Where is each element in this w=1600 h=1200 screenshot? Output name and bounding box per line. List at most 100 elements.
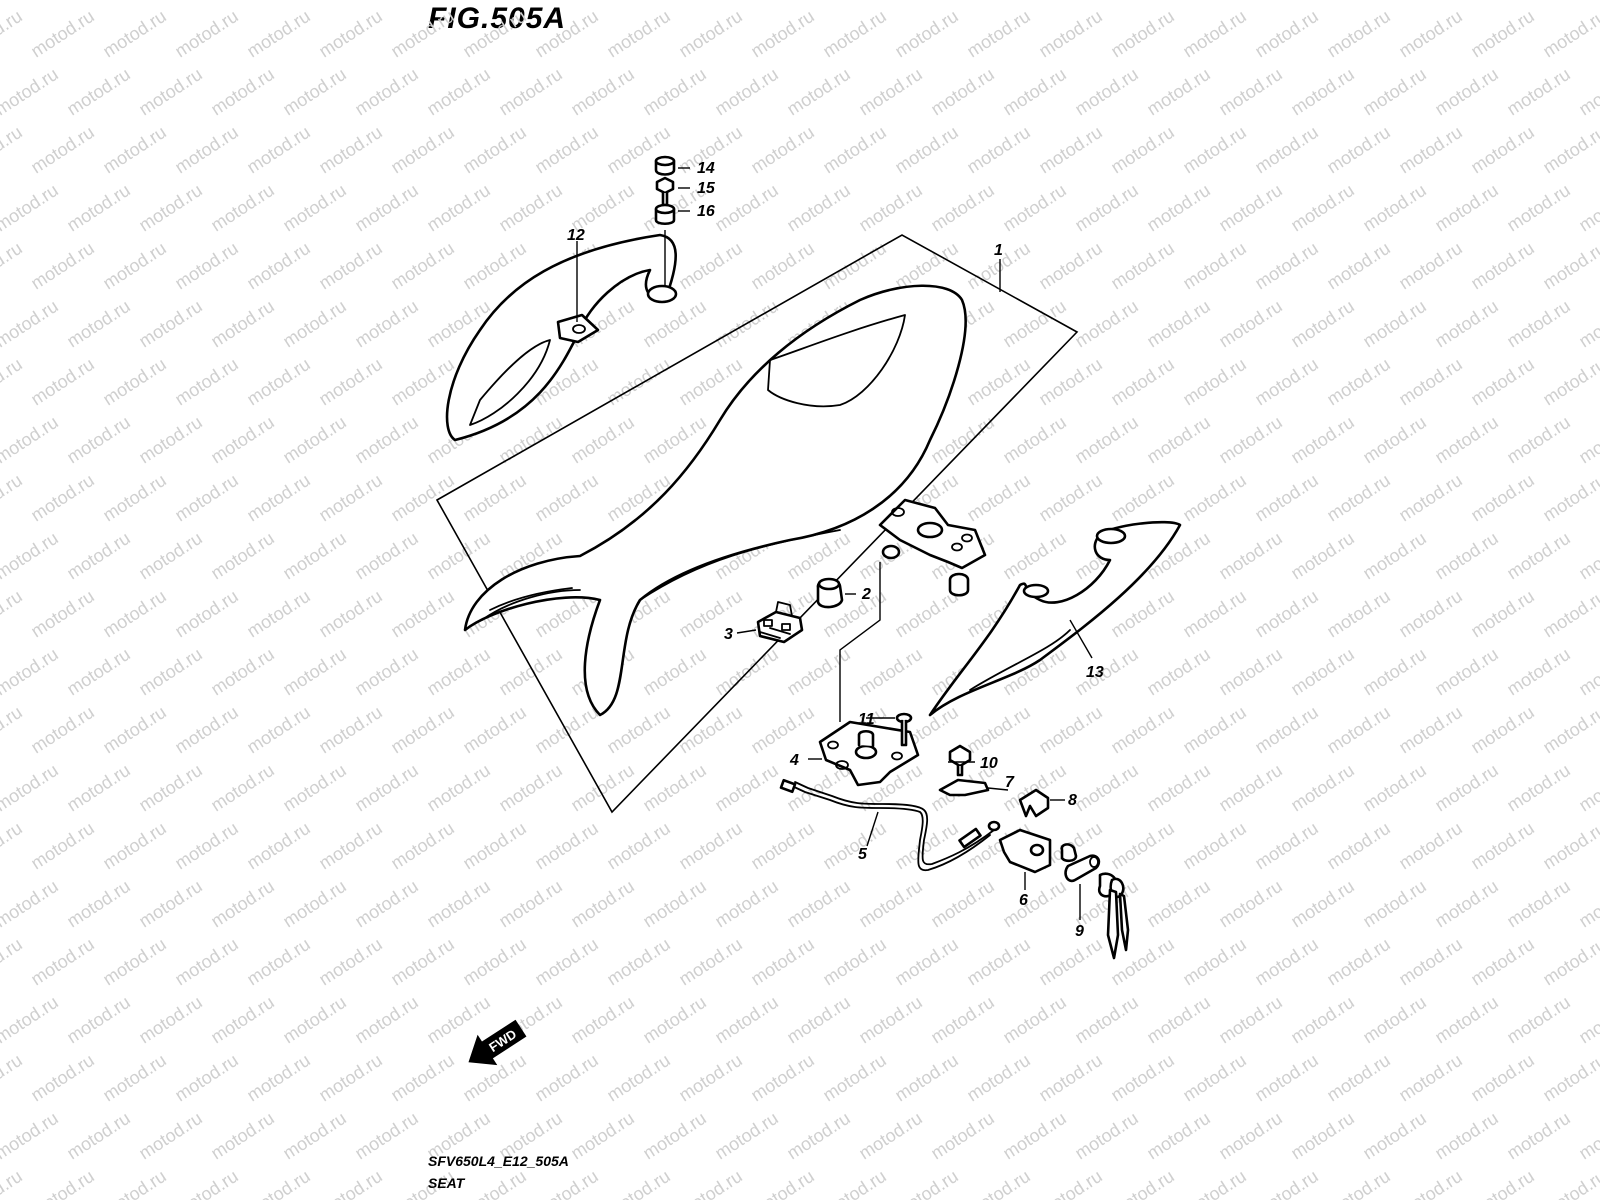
watermark-text: motod.ru	[1215, 528, 1285, 583]
watermark-text: motod.ru	[0, 1050, 26, 1105]
watermark-text: motod.ru	[1215, 412, 1285, 467]
seat-part[interactable]	[463, 284, 967, 717]
watermark-text: motod.ru	[1323, 6, 1393, 61]
watermark-text: motod.ru	[1539, 470, 1600, 525]
watermark-text: motod.ru	[1359, 992, 1429, 1047]
seat-lock-cable[interactable]	[779, 778, 1001, 872]
watermark-text: motod.ru	[0, 876, 62, 931]
watermark-text: motod.ru	[99, 1050, 169, 1105]
watermark-text: motod.ru	[567, 1108, 637, 1163]
watermark-text: motod.ru	[1323, 238, 1393, 293]
watermark-text: motod.ru	[1467, 934, 1537, 989]
watermark-text: motod.ru	[135, 528, 205, 583]
grab-rail-right[interactable]	[928, 520, 1182, 717]
watermark-text: motod.ru	[747, 122, 817, 177]
watermark-text: motod.ru	[1035, 702, 1105, 757]
watermark-text: motod.ru	[351, 296, 421, 351]
watermark-text: motod.ru	[1071, 180, 1141, 235]
watermark-text: motod.ru	[1107, 122, 1177, 177]
watermark-text: motod.ru	[1323, 122, 1393, 177]
watermark-text: motod.ru	[1179, 1166, 1249, 1200]
watermark-text: motod.ru	[1251, 470, 1321, 525]
watermark-text: motod.ru	[711, 760, 781, 815]
watermark-text: motod.ru	[1179, 818, 1249, 873]
watermark-text: motod.ru	[1215, 644, 1285, 699]
watermark-text: motod.ru	[171, 702, 241, 757]
watermark-text: motod.ru	[1179, 6, 1249, 61]
watermark-text: motod.ru	[0, 934, 26, 989]
watermark-text: motod.ru	[819, 818, 889, 873]
watermark-text: motod.ru	[1431, 876, 1501, 931]
watermark-text: motod.ru	[1035, 354, 1105, 409]
grab-rail-left[interactable]	[445, 233, 678, 442]
seat-lock-latch[interactable]	[818, 720, 920, 787]
watermark-text: motod.ru	[423, 760, 493, 815]
watermark-text: motod.ru	[1143, 644, 1213, 699]
watermark-text: motod.ru	[0, 644, 62, 699]
watermark-text: motod.ru	[1071, 0, 1141, 3]
watermark-text: motod.ru	[1287, 412, 1357, 467]
screw-part-11[interactable]	[895, 712, 913, 747]
watermark-text: motod.ru	[1431, 1108, 1501, 1163]
watermark-text: motod.ru	[495, 760, 565, 815]
watermark-text: motod.ru	[135, 0, 205, 3]
watermark-text: motod.ru	[207, 0, 277, 3]
watermark-text: motod.ru	[1359, 0, 1429, 3]
seat-lock-bracket[interactable]	[878, 498, 987, 597]
cushion-part-2[interactable]	[816, 577, 844, 609]
key-lock-part-9[interactable]	[1060, 843, 1130, 960]
watermark-text: motod.ru	[1179, 586, 1249, 641]
leader-lines	[576, 167, 1093, 920]
watermark-text: motod.ru	[27, 1166, 97, 1200]
watermark-text: motod.ru	[1251, 934, 1321, 989]
watermark-text: motod.ru	[387, 238, 457, 293]
clip-part-8[interactable]	[1018, 788, 1050, 818]
collar-part-16[interactable]	[654, 203, 676, 226]
watermark-text: motod.ru	[387, 818, 457, 873]
watermark-text: motod.ru	[315, 470, 385, 525]
damper-part-3[interactable]	[756, 601, 804, 644]
watermark-text: motod.ru	[207, 644, 277, 699]
watermark-text: motod.ru	[1287, 0, 1357, 3]
bolt-part-10[interactable]	[948, 744, 972, 777]
watermark-text: motod.ru	[207, 992, 277, 1047]
watermark-text: motod.ru	[1467, 122, 1537, 177]
watermark-text: motod.ru	[27, 470, 97, 525]
watermark-text: motod.ru	[675, 586, 745, 641]
watermark-text: motod.ru	[819, 6, 889, 61]
watermark-text: motod.ru	[1215, 64, 1285, 119]
cap-part-14[interactable]	[654, 155, 676, 176]
watermark-text: motod.ru	[999, 180, 1069, 235]
watermark-text: motod.ru	[1395, 702, 1465, 757]
watermark-text: motod.ru	[351, 992, 421, 1047]
callout-1: 1	[994, 242, 1003, 259]
watermark-text: motod.ru	[243, 354, 313, 409]
watermark-text: motod.ru	[1467, 1050, 1537, 1105]
watermark-text: motod.ru	[243, 586, 313, 641]
watermark-text: motod.ru	[0, 1166, 26, 1200]
watermark-text: motod.ru	[1431, 296, 1501, 351]
watermark-text: motod.ru	[783, 992, 853, 1047]
watermark-text: motod.ru	[603, 354, 673, 409]
watermark-text: motod.ru	[63, 64, 133, 119]
watermark-text: motod.ru	[1503, 760, 1573, 815]
watermark-text: motod.ru	[1251, 238, 1321, 293]
lock-bracket-part-6[interactable]	[998, 828, 1052, 874]
watermark-text: motod.ru	[1467, 238, 1537, 293]
watermark-text: motod.ru	[1143, 296, 1213, 351]
watermark-text: motod.ru	[1251, 6, 1321, 61]
clamp-part-7[interactable]	[938, 778, 990, 797]
watermark-text: motod.ru	[1467, 702, 1537, 757]
callout-5: 5	[858, 846, 868, 863]
watermark-text: motod.ru	[423, 180, 493, 235]
watermark-text: motod.ru	[819, 238, 889, 293]
watermark-text: motod.ru	[135, 760, 205, 815]
watermark-text: motod.ru	[207, 528, 277, 583]
watermark-text: motod.ru	[1539, 1050, 1600, 1105]
watermark-text: motod.ru	[639, 992, 709, 1047]
watermark-text: motod.ru	[0, 702, 26, 757]
watermark-text: motod.ru	[711, 1108, 781, 1163]
watermark-text: motod.ru	[423, 0, 493, 3]
watermark-text: motod.ru	[1251, 1166, 1321, 1200]
watermark-text: motod.ru	[243, 1050, 313, 1105]
